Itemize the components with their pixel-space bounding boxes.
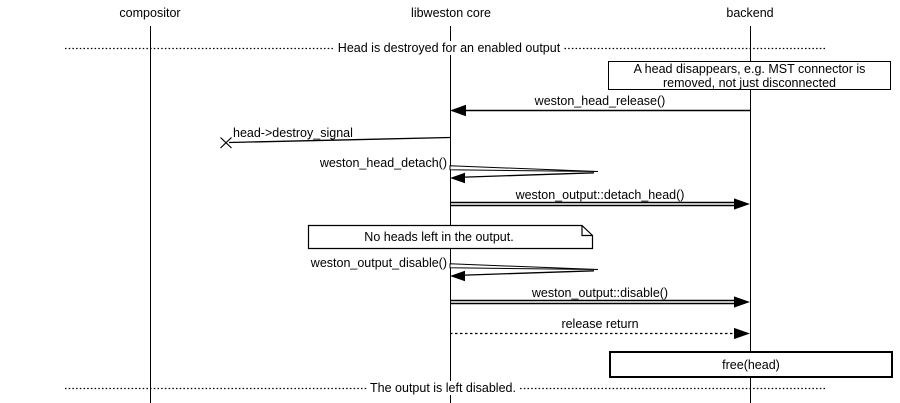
arrow-weston-output-disable-self	[449, 263, 599, 282]
divider-top-label: Head is destroyed for an enabled output	[334, 41, 564, 55]
message-label-weston-head-detach: weston_head_detach()	[319, 156, 447, 170]
message-label-head-destroy-signal: head->destroy_signal	[233, 126, 353, 140]
participant-compositor: compositor	[119, 6, 181, 20]
arrow-weston-output-disable-call	[450, 296, 750, 308]
arrow-release-return	[450, 327, 750, 340]
arrow-weston-head-release	[450, 104, 750, 117]
action-box-free-head-label: free(head)	[722, 357, 780, 372]
arrowhead-right-icon	[734, 198, 750, 210]
message-label-weston-output-detach-head: weston_output::detach_head()	[515, 188, 685, 202]
arrowhead-right-icon	[734, 296, 750, 308]
arrowhead-left-icon	[450, 172, 465, 184]
arrow-weston-head-detach-self	[449, 165, 599, 184]
message-label-release-return: release return	[561, 317, 639, 331]
participant-backend: backend	[726, 6, 774, 20]
arrowhead-right-icon	[734, 327, 750, 340]
message-label-weston-output-disable: weston_output_disable()	[310, 256, 447, 270]
lost-message-x-icon	[220, 137, 232, 149]
arrowhead-left-icon	[450, 104, 466, 117]
note-fold-icon	[581, 225, 593, 237]
action-box-free-head: free(head)	[609, 351, 893, 378]
arrowhead-left-icon	[450, 270, 465, 282]
arrow-weston-output-detach-head	[450, 198, 750, 210]
message-label-weston-output-disable-call: weston_output::disable()	[531, 286, 669, 300]
note-head-disappears-line1: A head disappears, e.g. MST connector is	[633, 61, 866, 76]
note-no-heads-left	[307, 224, 594, 250]
message-label-weston-head-release: weston_head_release()	[534, 94, 666, 108]
divider-bottom-label: The output is left disabled.	[367, 381, 519, 395]
note-head-disappears: A head disappears, e.g. MST connector is…	[608, 61, 891, 90]
note-no-heads-left-label: No heads left in the output.	[364, 230, 514, 244]
arrow-head-destroy-signal	[220, 136, 451, 149]
note-head-disappears-line2: removed, not just disconnected	[662, 75, 837, 90]
participant-libweston-core: libweston core	[411, 6, 491, 20]
